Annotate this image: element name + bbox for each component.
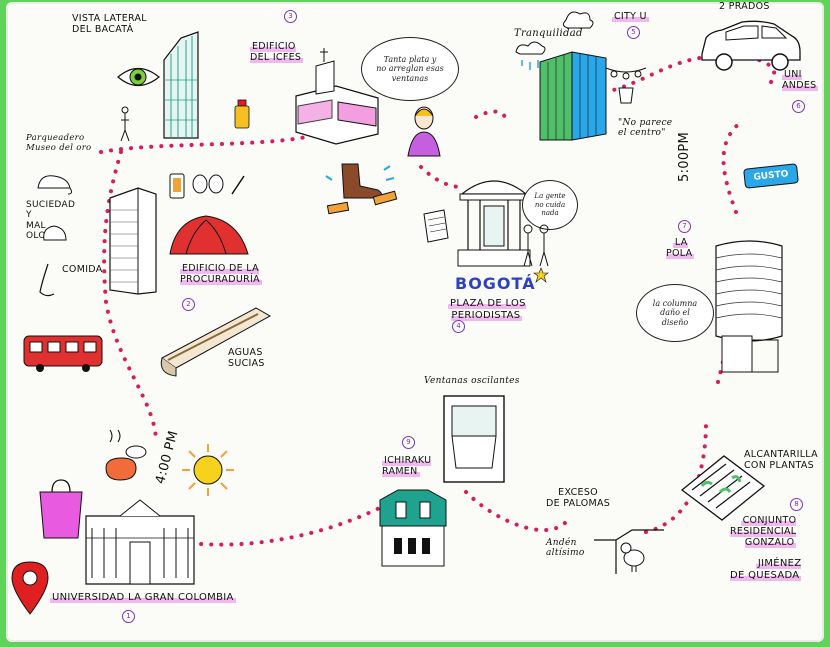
label-la-pola: LA POLA <box>666 237 695 260</box>
ichiraku-building-icon <box>379 489 447 567</box>
shopping-bag-icon <box>39 479 83 539</box>
person-figure-icon <box>120 106 130 142</box>
number-7: 7 <box>678 220 691 233</box>
label-procuraduria: EDIFICIO DE LA PROCURADURÍA <box>180 263 262 286</box>
speech-bubble-icfes: Tanta plata y no arreglan esas ventanas <box>361 37 459 101</box>
bogota-logo: BOGOTÁ <box>455 274 536 293</box>
label-no-parece: "No parece el centro" <box>618 118 673 139</box>
map-sheet: VISTA LATERAL DEL BACATÁ 3 EDIFICIO DEL … <box>6 2 824 642</box>
bottle-icon <box>234 99 250 129</box>
papers-icon <box>423 209 449 243</box>
label-tranquilidad: Tranquilidad <box>514 28 583 39</box>
label-parqueadero: Parqueadero Museo del oro <box>26 133 92 153</box>
star-icon <box>533 267 549 283</box>
car-icon <box>701 20 801 71</box>
bucket-icon <box>618 87 634 104</box>
gutter-icon <box>160 307 272 377</box>
label-procuraduria-text: EDIFICIO DE LA PROCURADURÍA <box>180 263 262 285</box>
label-universidad-text: UNIVERSIDAD LA GRAN COLOMBIA <box>50 592 236 603</box>
speech-bubble-pola: la columna daño el diseño <box>636 284 714 342</box>
label-universidad: UNIVERSIDAD LA GRAN COLOMBIA <box>50 592 236 604</box>
label-uni-andes-text: UNI ANDES <box>782 69 819 91</box>
lamp-string-icon <box>605 67 647 80</box>
number-3: 3 <box>284 10 297 23</box>
woman-figure-icon <box>407 106 441 157</box>
procuraduria-tower-icon <box>109 187 157 295</box>
bacata-tower-icon <box>163 31 199 139</box>
label-comida: COMIDA <box>62 264 103 275</box>
label-plaza: PLAZA DE LOS PERIODISTAS <box>448 298 526 321</box>
label-aguas-sucias: AGUAS SUCIAS <box>228 347 265 369</box>
label-ichiraku: ICHIRAKU RAMEN <box>382 455 432 478</box>
label-conjunto-text: CONJUNTO RESIDENCIAL GONZALO <box>730 515 797 548</box>
number-2: 2 <box>182 298 195 311</box>
label-anden: Andén altísimo <box>546 538 585 559</box>
number-6: 6 <box>792 100 805 113</box>
transmilenio-bus-icon <box>23 335 103 372</box>
sun-icon <box>182 444 234 496</box>
label-exceso: EXCESO DE PALOMAS <box>546 487 611 509</box>
oscillating-window-icon <box>443 395 505 483</box>
plaza-rotunda-icon <box>457 180 531 267</box>
number-4: 4 <box>452 320 465 333</box>
icfes-building-icon <box>295 48 379 145</box>
label-edificio-icfes: EDIFICIO DEL ICFES <box>250 41 304 64</box>
number-9: 9 <box>402 436 415 449</box>
label-la-pola-text: LA POLA <box>666 237 695 259</box>
label-vista-lateral: VISTA LATERAL DEL BACATÁ <box>72 13 147 35</box>
curb-pigeon-icon <box>594 529 664 574</box>
label-alcantarilla: ALCANTARILLA CON PLANTAS <box>744 449 818 471</box>
label-ventanas: Ventanas oscilantes <box>424 376 520 386</box>
procuraduria-dome-icon <box>169 215 249 255</box>
label-city-u-text: CITY U <box>612 11 649 22</box>
label-plaza-text: PLAZA DE LOS PERIODISTAS <box>448 298 526 321</box>
rat-icon <box>37 175 73 195</box>
label-uni-andes: UNI ANDES <box>782 69 819 92</box>
trash-bag-icon <box>43 225 67 241</box>
label-jimenez: JIMÉNEZ DE QUESADA <box>730 558 802 581</box>
number-8: 8 <box>790 498 803 511</box>
two-people-icon <box>523 224 549 267</box>
nose-icon <box>39 263 55 297</box>
label-conjunto: CONJUNTO RESIDENCIAL GONZALO <box>730 515 797 549</box>
label-suciedad: SUCIEDAD Y MAL OLOR <box>26 200 76 242</box>
rain-cloud-icon <box>515 11 594 70</box>
label-city-u: CITY U <box>612 11 649 23</box>
camera-icons <box>169 173 245 199</box>
city-u-towers-icon <box>539 51 607 141</box>
label-edificio-icfes-text: EDIFICIO DEL ICFES <box>250 41 304 63</box>
number-1: 1 <box>122 610 135 623</box>
sewer-grate-plants-icon <box>680 455 766 521</box>
location-pin-icon <box>11 561 49 615</box>
label-ichiraku-text: ICHIRAKU RAMEN <box>382 455 432 477</box>
number-5: 5 <box>627 26 640 39</box>
eye-icon <box>117 67 160 87</box>
label-dos-prados: 2 PRADOS <box>719 2 770 12</box>
speech-bubble-plaza: La gente no cuida nada <box>522 180 578 230</box>
label-time-500: 5:00PM <box>677 131 692 182</box>
la-pola-building-icon <box>715 240 783 373</box>
boot-kick-icon <box>325 163 398 215</box>
label-jimenez-text: JIMÉNEZ DE QUESADA <box>730 558 802 581</box>
food-icons <box>105 429 147 481</box>
university-building-icon <box>85 499 195 585</box>
